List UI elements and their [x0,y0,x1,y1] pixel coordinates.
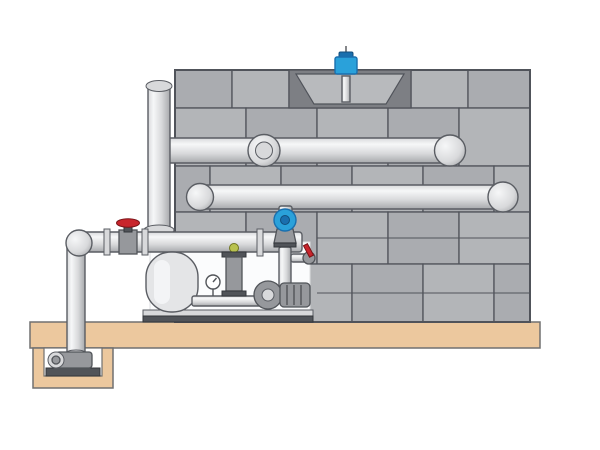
skid-beam [142,315,314,323]
motor-body [279,282,311,308]
pipe-run [197,184,505,210]
tank-highlight [154,260,170,304]
riser-pipe [143,80,175,236]
sump-pump-base [45,367,101,377]
pipe-end-cap [433,134,467,167]
pressure-gauge [205,274,221,296]
sensor-stem [341,75,351,103]
gate-valve-handwheel-red [116,218,140,228]
pipe-run [154,137,452,164]
pipe-end-cap-left [185,182,215,212]
check-valve-body [225,256,243,292]
tank-shell [145,251,199,313]
pump-unit [253,280,311,310]
header-run [79,231,303,253]
distribution-pipe [185,181,519,213]
gate-valve-body [118,229,138,255]
tower-panel [231,69,290,109]
tower-panel [458,107,531,167]
pipe-elbow [65,229,93,257]
gauge-needle [212,277,218,283]
sensor-body [334,56,358,75]
pump-hub [261,288,275,302]
control-valve [273,205,297,248]
pipe-coupling-hub [255,141,273,160]
tower-panel [467,69,531,109]
ball-valve [290,242,316,265]
concrete-slab [29,321,541,349]
pipe-flange [256,228,264,257]
sump-pump [45,351,101,377]
pump-suction-pipe [191,295,263,307]
check-valve-flange-top [221,251,247,258]
check-valve [221,243,247,297]
tower-panel [410,69,469,109]
valve-actuator-hub [280,215,290,225]
buffer-tank [145,251,199,313]
upper-header-pipe [154,133,467,168]
pipe-flange [103,228,111,256]
riser-top-cap [145,80,173,92]
valve-flange [273,242,297,248]
tower-panel [174,69,233,109]
ball-valve-lever-red [302,242,315,258]
pipe-flange [141,228,149,256]
skid-base [142,309,314,323]
gate-valve [116,218,140,255]
pipe-end-cap-right [487,181,519,213]
riser-run [147,85,171,233]
sump-pump-hub [51,355,61,365]
check-valve-knob [229,243,239,253]
level-sensor [334,46,358,103]
drain-pipe [66,239,86,357]
check-valve-flange-bottom [221,290,247,297]
